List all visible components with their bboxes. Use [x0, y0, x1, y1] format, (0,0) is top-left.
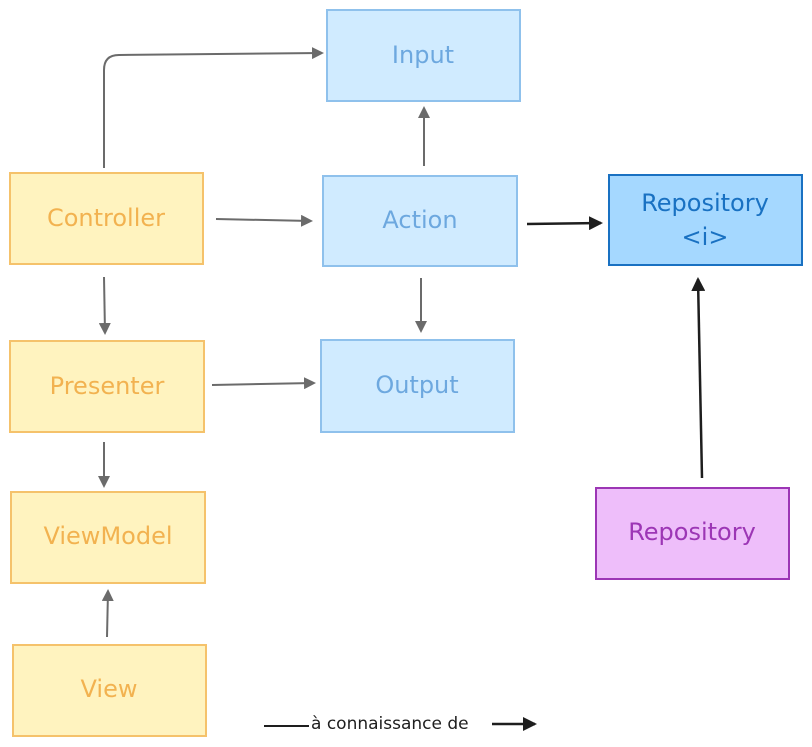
output-node: Output	[320, 339, 515, 433]
repository-label: Repository	[628, 518, 756, 546]
repository-interface-node: Repository <i>	[608, 174, 803, 266]
repository-interface-label: Repository	[641, 189, 769, 217]
arrow-controller-to-presenter	[98, 276, 111, 335]
arrow-controller-to-input	[103, 47, 324, 168]
viewmodel-label: ViewModel	[43, 522, 172, 550]
controller-label: Controller	[47, 204, 165, 232]
repository-node: Repository	[595, 487, 790, 580]
viewmodel-node: ViewModel	[10, 491, 206, 584]
input-node: Input	[326, 9, 521, 102]
action-label: Action	[382, 206, 457, 234]
view-label: View	[81, 675, 138, 703]
repository-interface-tag: <i>	[682, 223, 729, 251]
presenter-node: Presenter	[9, 340, 205, 433]
arrow-controller-to-action	[215, 214, 313, 227]
legend-label: à connaissance de	[311, 714, 469, 734]
arrow-action-to-repository-interface	[526, 216, 603, 231]
presenter-label: Presenter	[50, 372, 165, 400]
arrow-view-to-viewmodel	[101, 589, 114, 638]
legend: à connaissance de	[264, 714, 537, 734]
view-node: View	[12, 644, 207, 737]
output-label: Output	[375, 371, 458, 399]
arrow-presenter-to-output	[211, 377, 316, 390]
input-label: Input	[392, 41, 454, 69]
controller-node: Controller	[9, 172, 204, 265]
action-node: Action	[322, 175, 518, 267]
arrow-repository-to-repository-interface	[691, 277, 706, 479]
